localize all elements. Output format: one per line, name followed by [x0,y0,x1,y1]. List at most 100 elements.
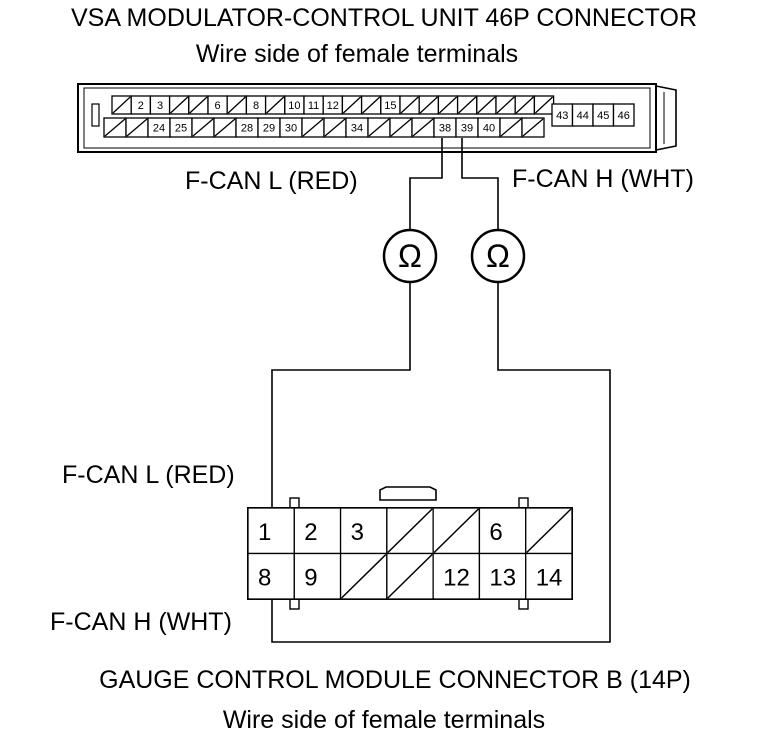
unused-terminal-slash [526,508,572,554]
ohm-symbol: Ω [486,238,510,274]
terminal-number: 10 [288,100,300,112]
vsa-row2-terminal: 29 [257,117,281,138]
unused-terminal-slash [433,508,479,554]
terminal-number: 12 [327,100,339,112]
vsa-row2-terminal [521,117,545,138]
gauge-connector-title: GAUGE CONTROL MODULE CONNECTOR B (14P) [99,666,691,694]
terminal-number: 2 [304,519,317,546]
wire-f-can-h-vsa [461,138,499,230]
vsa-row1-terminal [418,95,440,115]
vsa-row1-terminal: 2 [130,95,152,115]
terminal-cell [525,552,573,600]
terminal-cell [247,507,295,555]
terminal-number: 45 [597,110,609,122]
vsa-row1-terminal: 10 [284,95,305,115]
vsa-row2-terminal: 40 [477,117,501,138]
ohm-symbol: Ω [398,238,422,274]
unused-terminal-slash [368,118,390,137]
vsa-right-terminal: 44 [571,103,594,127]
unused-terminal-slash [438,96,458,114]
vsa-row2-terminal [213,117,237,138]
terminal-number: 24 [153,123,165,135]
vsa-row2-terminal [323,117,347,138]
gauge-connector-lock-tab [379,486,437,501]
gauge-terminal [339,552,388,600]
unused-terminal-slash [126,118,148,137]
gauge-terminal: 6 [478,507,527,555]
wire-f-can-l-gauge [271,282,411,513]
vsa-connector-inner-frame [83,87,651,149]
vsa-row1-terminal: 3 [149,95,171,115]
terminal-number: 3 [351,519,364,546]
vsa-row2-terminal: 28 [235,117,259,138]
vsa-row2-terminal [103,117,127,138]
ohmmeter-f-can-h: Ω [470,228,526,284]
unused-terminal-slash [170,96,189,114]
terminal-number: 15 [384,100,396,112]
unused-terminal-slash [419,96,438,114]
unused-terminal-slash [302,118,324,137]
vsa-row1-terminal: 15 [380,95,401,115]
vsa-f-can-h-label: F-CAN H (WHT) [512,165,694,193]
vsa-f-can-l-label: F-CAN L (RED) [185,167,358,195]
vsa-row2-terminal [389,117,413,138]
vsa-row2-terminal [367,117,391,138]
unused-terminal-slash [477,96,496,114]
terminal-number: 6 [215,100,221,112]
terminal-cell [612,103,635,127]
unused-terminal-slash [112,96,131,114]
vsa-connector-subtitle: Wire side of female terminals [196,40,518,68]
unused-terminal-slash [104,118,126,137]
terminal-number: 46 [618,110,630,122]
gauge-terminal: 12 [432,552,481,600]
vsa-row1-terminal [495,95,516,115]
unused-terminal-slash [400,96,419,114]
gauge-terminal [386,552,434,600]
vsa-row2-terminal: 39 [455,117,479,138]
terminal-number: 8 [253,100,259,112]
unused-terminal-slash [192,118,214,137]
gauge-f-can-l-label: F-CAN L (RED) [62,461,235,489]
gauge-connector-subtitle: Wire side of female terminals [223,706,545,734]
vsa-row1-terminal [476,95,497,115]
vsa-row1-terminal [168,95,190,115]
vsa-row1-terminal [399,95,420,115]
vsa-row2-terminal: 30 [279,117,303,138]
terminal-number: 30 [285,123,297,135]
unused-terminal-slash [515,96,534,114]
vsa-row2-terminal: 38 [433,117,457,138]
terminal-number: 13 [489,564,516,591]
vsa-row1-terminal [533,95,555,115]
terminal-number: 39 [461,123,473,135]
terminal-cell [293,552,342,600]
unused-terminal-slash [189,96,208,114]
vsa-row2-terminal: 24 [147,117,171,138]
gauge-terminal [525,507,573,555]
unused-terminal-slash [214,118,236,137]
gauge-f-can-h-label: F-CAN H (WHT) [50,608,232,636]
wire-f-can-l-vsa [409,138,443,230]
vsa-row1-terminal [188,95,209,115]
terminal-cell [339,507,388,555]
vsa-row1-terminal: 11 [303,95,324,115]
gauge-terminal [432,507,481,555]
vsa-row1-terminal: 8 [245,95,267,115]
vsa-right-terminal: 43 [551,103,574,127]
vsa-right-terminal: 46 [612,103,635,127]
gauge-terminal: 13 [478,552,527,600]
unused-terminal-slash [500,118,522,137]
terminal-number: 9 [304,564,317,591]
gauge-terminal: 2 [293,507,342,555]
unused-terminal-slash [387,553,433,599]
terminal-number: 28 [241,123,253,135]
vsa-row1-terminal [264,95,286,115]
terminal-number: 12 [443,564,470,591]
terminal-number: 29 [263,123,275,135]
vsa-connector-right-lock [655,85,677,151]
vsa-row1-terminal [360,95,382,115]
vsa-row2-terminal [411,117,435,138]
terminal-number: 6 [489,519,502,546]
unused-terminal-slash [227,96,246,114]
